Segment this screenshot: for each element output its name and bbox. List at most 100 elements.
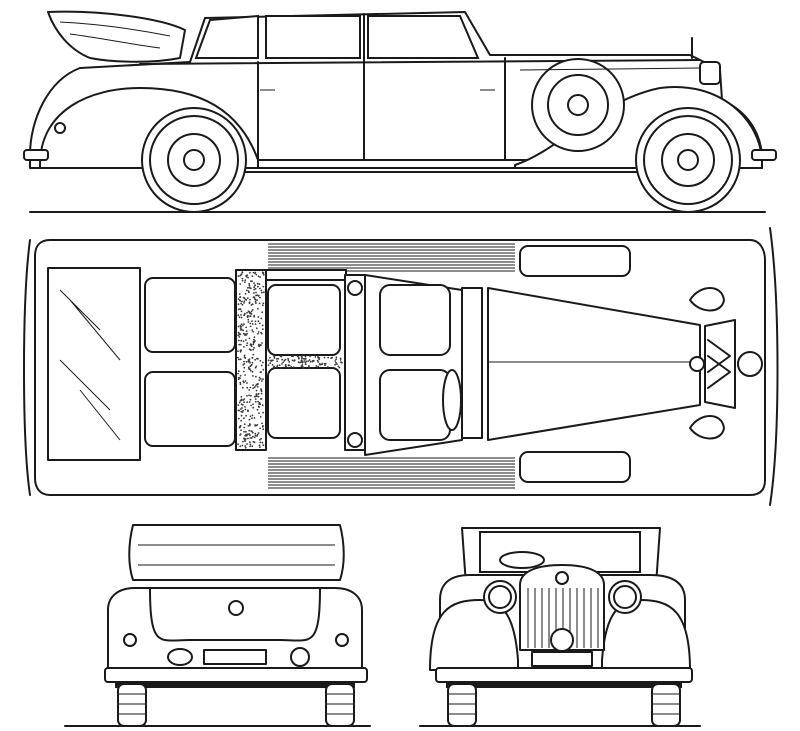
carpet-speck [249,362,251,364]
carpet-speck [240,339,243,342]
carpet-speck [244,434,247,437]
carpet-speck [288,361,291,363]
carpet-speck [252,330,255,333]
carpet-speck [249,423,251,426]
carpet-speck [258,406,260,408]
front-view [419,527,701,727]
carpet-speck [314,356,317,358]
carpet-speck [258,379,261,381]
carpet-speck [267,359,270,362]
carpet-speck [302,367,305,369]
rear-bumper-top [23,239,31,496]
front-seat-right [379,369,451,441]
carpet-speck [326,366,329,368]
carpet-speck [260,378,262,380]
carpet-speck [240,302,243,305]
carpet-speck [296,355,299,358]
carpet-speck [238,401,241,404]
carpet-speck [251,414,254,417]
carpet-speck [249,322,252,325]
carpet-speck [240,323,243,326]
carpet-speck [239,327,242,329]
carpet-speck [287,359,290,362]
carpet-speck [240,316,243,319]
carpet-speck [247,437,249,440]
carpet-speck [253,395,256,398]
carpet-speck [247,425,250,427]
carpet-speck [258,412,260,414]
carpet-speck [258,402,261,405]
carpet-speck [250,430,253,433]
tail-lamp-left [123,633,137,647]
carpet-speck [248,291,250,294]
carpet-speck [271,364,274,366]
carpet-speck [251,329,254,331]
carpet-speck [240,414,243,417]
carpet-speck [237,331,240,334]
carpet-speck [238,339,240,342]
jump-seat-left [267,284,341,356]
running-board-top [268,243,515,272]
carpet-speck [269,357,271,359]
carpet-speck [239,424,242,427]
carpet-speck [303,360,306,362]
carpet-speck [293,360,296,362]
carpet-speck [243,314,246,317]
carpet-speck [254,287,257,290]
carpet-speck [257,332,259,335]
carpet-speck [241,279,244,282]
carpet-speck [248,284,251,287]
carpet-speck [243,426,246,429]
carpet-speck [249,311,251,314]
hood [487,287,701,441]
carpet-speck [282,361,285,364]
carpet-speck [241,271,244,274]
front-bumper-side [751,149,777,161]
tail-lamp-right [335,633,349,647]
carpet-speck [237,314,240,317]
carpet-speck [253,441,256,444]
carpet-speck [237,443,240,446]
carpet-speck [245,330,248,332]
carpet-speck [242,380,245,383]
carpet-speck [252,375,254,377]
carpet-speck [297,357,300,360]
carpet-speck [244,292,247,295]
carpet-speck [252,353,255,356]
carpet-speck [242,340,245,343]
carpet-speck [262,285,265,288]
carpet-speck [254,366,257,369]
carpet-speck [254,271,257,274]
front-side-window [194,14,259,59]
carpet-speck [277,357,280,360]
carpet-speck [243,297,246,300]
carpet-speck [257,320,260,322]
carpet-speck [254,300,257,303]
carpet-speck [273,367,276,369]
front-license-plate [531,651,593,667]
carpet-speck [237,404,240,406]
carpet-speck [248,418,251,421]
carpet-speck [245,433,248,436]
carpet-speck [261,404,264,406]
carpet-speck [284,358,287,361]
carpet-speck [247,318,250,321]
carpet-speck [260,289,263,292]
carpet-speck [253,296,256,298]
carpet-speck [330,357,332,359]
carpet-speck [261,425,264,428]
carpet-speck [237,308,240,311]
carpet-speck [334,363,336,366]
carpet-speck [251,323,254,325]
carpet-speck [242,329,245,332]
carpet-speck [257,393,260,395]
carpet-speck [247,366,250,369]
carpet-speck [338,366,341,369]
carpet-speck [244,281,246,284]
carpet-speck [243,437,245,440]
carpet-speck [252,403,254,406]
carpet-speck [237,275,240,277]
carpet-speck [292,366,295,369]
carpet-speck [335,358,337,361]
carpet-speck [248,433,251,435]
